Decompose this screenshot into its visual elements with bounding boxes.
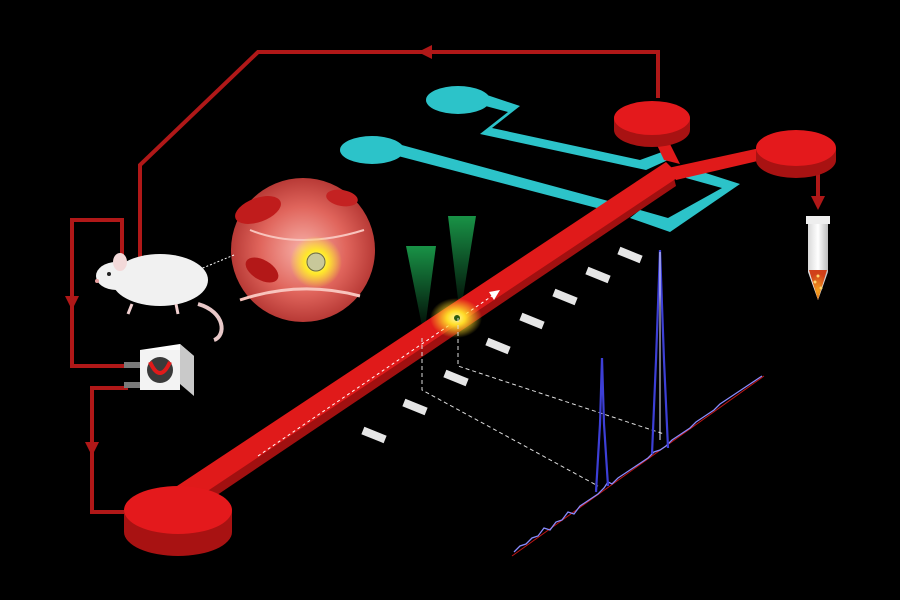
cyan-inlet-top [426, 86, 490, 114]
arrow-icon [811, 196, 825, 210]
main-channel-top [168, 162, 680, 508]
signal-baseline [511, 375, 765, 557]
tube-icon [806, 216, 830, 300]
cyan-inlet-bottom [340, 136, 404, 164]
laser-beam-left [406, 246, 436, 336]
laser-beams [406, 216, 476, 336]
laser-beam-right [448, 216, 476, 316]
arrow-icon [418, 45, 432, 59]
signal-peak-1 [594, 357, 610, 493]
pump-icon [124, 344, 194, 396]
mouse-icon [95, 253, 224, 342]
signal-peak-2 [650, 249, 670, 455]
signal-noise [513, 375, 763, 553]
reservoir-output [756, 130, 836, 178]
cyan-side-channel [630, 168, 740, 232]
arrow-icon [489, 290, 500, 300]
return-line [138, 50, 660, 262]
reservoir-inlet [124, 486, 232, 556]
cyan-channel-bottom [398, 144, 612, 212]
electrode-array [361, 246, 643, 444]
channel-branch-right [668, 148, 762, 180]
loop-arrows [65, 45, 825, 456]
projection-lines [421, 318, 665, 487]
detected-cell [454, 315, 460, 321]
blood-vessel-icon [231, 178, 375, 322]
mouse-to-pump-line [70, 218, 132, 368]
reservoir-top [614, 101, 690, 147]
arrow-icon [85, 442, 99, 456]
cyan-channel-top [478, 94, 668, 170]
arrow-icon [65, 296, 79, 310]
microfluidic-channels [340, 86, 740, 232]
signal-trace [511, 249, 765, 557]
